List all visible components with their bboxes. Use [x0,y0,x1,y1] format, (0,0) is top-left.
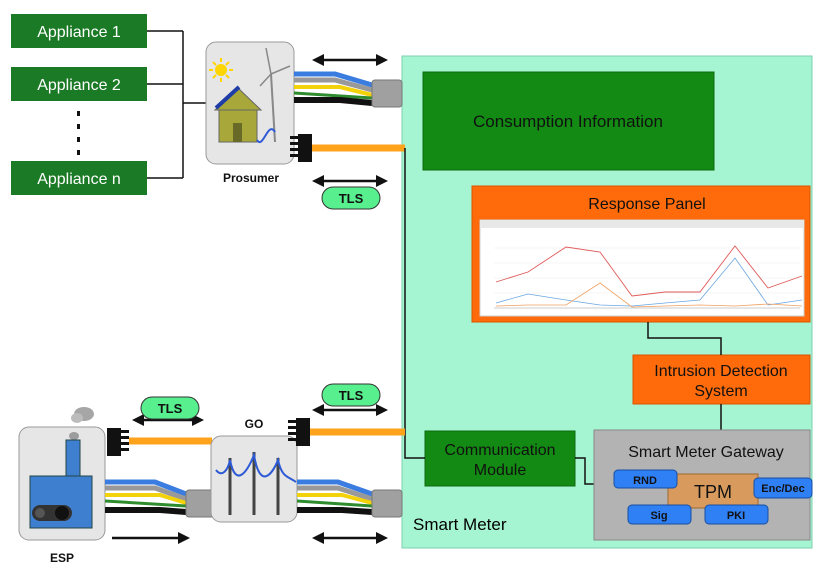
gateway-label: Smart Meter Gateway [628,444,784,461]
rnd-chip [613,469,678,489]
appliance-1-box [11,14,147,48]
consumption-information-box [422,71,715,171]
go-label: GO [245,417,264,431]
go-tls-badge [321,383,381,407]
consumption-information-label: Consumption Information [473,112,663,131]
prosumer-house-icon [205,41,295,165]
go-tls-arrow [312,404,388,416]
appliance-2-label: Appliance 2 [37,77,121,94]
communication-module-line1: Communication [444,442,555,459]
prosumer-power-plug [371,79,403,108]
encdec-chip [753,477,813,499]
ids-label-line2: System [694,383,747,400]
esp-tls-badge [140,396,200,420]
go-power-cable [296,479,373,515]
prosumer-label: Prosumer [223,171,279,185]
sig-chip [627,504,692,525]
go-transmission-icon [210,435,298,523]
appliance-bus [147,30,206,179]
appliance-1-label: Appliance 1 [37,24,121,41]
esp-power-cable [104,479,187,515]
response-panel-label: Response Panel [588,196,705,213]
screenshot-blue-line [495,257,803,307]
comm-to-gateway-line [575,457,594,485]
go-data-connector [288,418,310,446]
ids-label-line1: Intrusion Detection [654,363,787,380]
esp-tls-label: TLS [158,401,183,416]
prosumer-tls-arrow [312,175,388,187]
prosumer-power-cable [293,71,373,106]
sig-label: Sig [650,510,667,522]
smart-meter-label: Smart Meter [413,515,507,534]
rnd-label: RND [633,475,657,487]
go-power-arrow [312,532,388,544]
appliance-ellipsis [77,111,80,155]
panel-to-ids-line [647,322,722,355]
appliance-2-box [11,67,147,101]
prosumer-tls-label: TLS [339,191,364,206]
tpm-box [667,473,759,509]
pki-label: PKI [727,510,745,522]
tpm-label: TPM [694,482,732,502]
encdec-label: Enc/Dec [761,483,804,495]
pki-chip [704,504,769,525]
response-panel-screenshot [479,219,805,317]
go-tls-label: TLS [339,388,364,403]
esp-power-arrow [112,532,190,544]
screenshot-orange-line [495,282,803,308]
communication-module-line2: Module [474,462,527,479]
esp-label: ESP [50,551,74,563]
esp-data-connector [107,428,129,456]
prosumer-data-connector [290,134,312,162]
prosumer-power-arrow [312,54,388,66]
appliance-n-label: Appliance n [37,171,121,188]
prosumer-tls-badge [321,186,381,210]
go-power-plug [371,489,403,518]
esp-plant-icon [18,407,106,541]
smart-meter-data-bus [404,148,425,459]
ids-box [632,354,811,405]
screenshot-red-line [495,245,803,297]
appliance-n-box [11,161,147,195]
